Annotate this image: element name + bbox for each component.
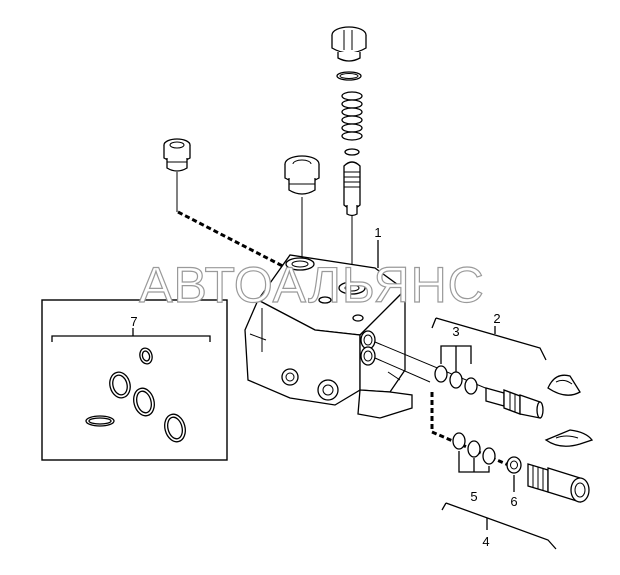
lower-fitting	[527, 463, 590, 503]
label-2: 2	[493, 311, 500, 326]
label-6: 6	[510, 494, 517, 509]
label-3: 3	[452, 324, 459, 339]
label-5: 5	[470, 489, 477, 504]
label-1: 1	[374, 225, 381, 240]
relief-small-ring	[344, 148, 360, 156]
relief-o-ring	[336, 71, 362, 81]
lower-washer	[506, 456, 522, 492]
label-4: 4	[482, 534, 489, 549]
seal-kit-box	[41, 299, 228, 461]
upper-fitting	[485, 387, 544, 419]
valve-body	[244, 254, 413, 419]
lower-seal-rings	[452, 432, 496, 473]
lower-port-guide-dashed	[430, 392, 521, 472]
upper-seal-rings	[434, 345, 478, 395]
relief-poppet	[343, 161, 361, 217]
left-plug-guide-dashed	[177, 210, 301, 277]
relief-spring	[341, 91, 363, 141]
bracket-2	[435, 317, 547, 361]
watermark-text: АВТОАЛЬЯНС	[139, 257, 485, 313]
left-plug	[163, 138, 191, 172]
lower-cap	[544, 429, 594, 447]
upper-cap	[547, 374, 581, 396]
relief-valve-cap	[331, 26, 367, 62]
bracket-4	[445, 502, 557, 550]
label-7: 7	[130, 314, 137, 329]
middle-plug	[284, 155, 320, 195]
